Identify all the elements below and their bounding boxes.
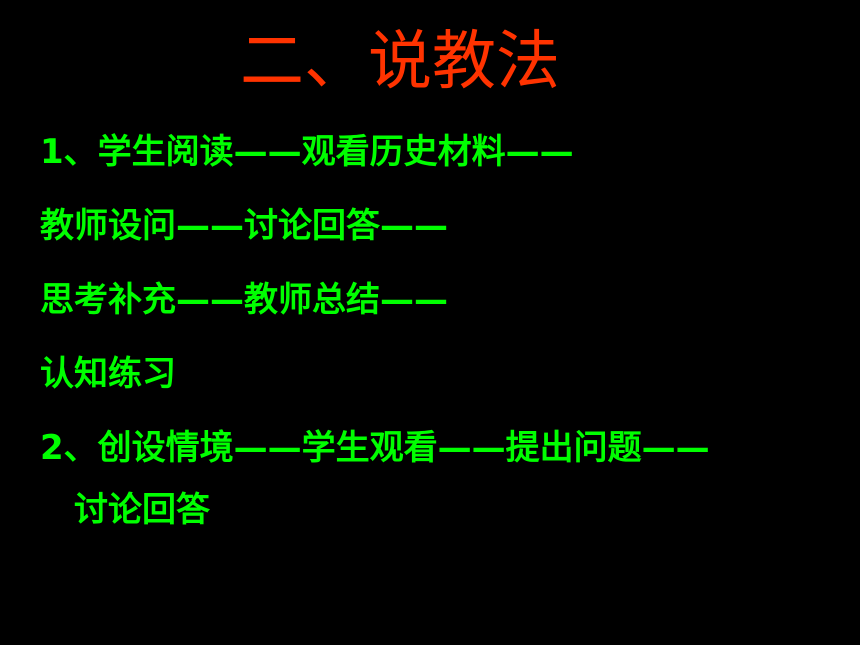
- content-line-2: 教师设问——讨论回答——: [40, 206, 448, 246]
- content-line-4: 认知练习: [40, 354, 176, 394]
- content-line-3: 思考补充——教师总结——: [40, 280, 448, 320]
- content-line-5: 2、创设情境——学生观看——提出问题——: [40, 428, 710, 468]
- slide-content: 1、学生阅读——观看历史材料—— 教师设问——讨论回答—— 思考补充——教师总结…: [40, 134, 840, 566]
- slide-title: 二、说教法: [240, 25, 560, 99]
- content-line-6: 讨论回答: [74, 490, 210, 530]
- content-line-1: 1、学生阅读——观看历史材料——: [40, 132, 574, 172]
